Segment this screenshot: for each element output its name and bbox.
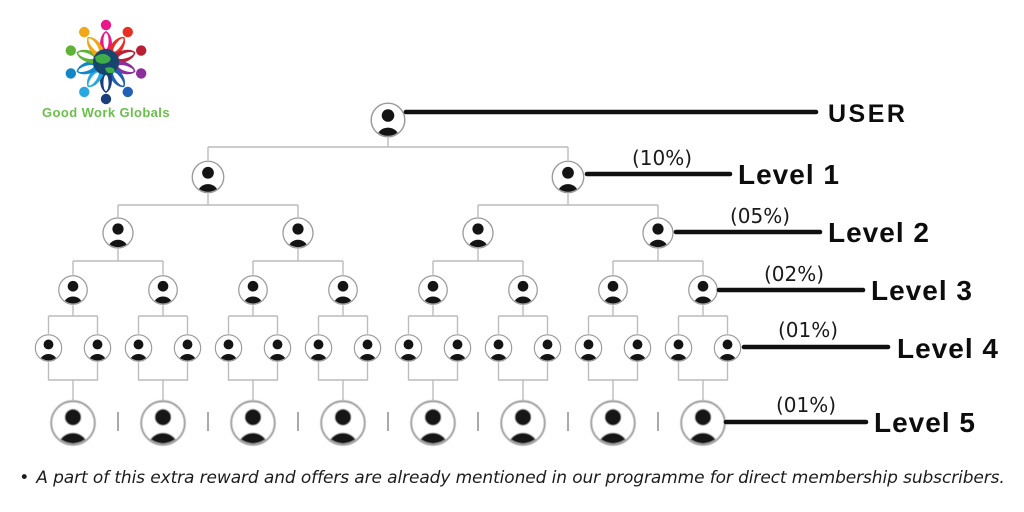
callout-level-1: (10%) Level 1 [584,146,840,190]
globe-land-icon [95,53,111,64]
avatar-node-icon [329,276,358,305]
connector [207,137,569,161]
connector [117,193,299,217]
connector [432,249,524,275]
level-4-label: Level 4 [897,333,999,364]
level-1-percent: (10%) [632,146,692,170]
avatar-node-icon [264,335,290,362]
avatar-node-icon [419,276,448,305]
connector [137,305,189,334]
connector [407,305,459,334]
logo-people-icon [65,19,147,105]
avatar-node-icon [463,218,493,249]
connector [677,305,729,334]
level-2-percent: (05%) [730,204,790,228]
avatar-node-icon [552,161,584,194]
avatar-node-icon [35,335,61,362]
logo-person-icon [100,19,112,53]
level-3-row [59,276,718,305]
connector [317,305,369,334]
callout-user: USER [403,100,907,128]
level-2-label: Level 2 [828,217,930,248]
connector [227,305,279,334]
user-label: USER [828,100,907,128]
connector [47,305,99,334]
avatar-node-icon [665,335,691,362]
connector [252,249,344,275]
user-row [371,103,405,138]
avatar-node-icon [354,335,380,362]
avatar-node-icon [411,401,455,446]
level-5-percent: (01%) [776,393,836,417]
avatar-node-icon [321,401,365,446]
avatar-node-icon [591,401,635,446]
connector [587,305,639,334]
level-3-label: Level 3 [871,275,973,306]
level-1-row [192,161,584,194]
connector [47,362,99,401]
avatar-node-icon [103,218,133,249]
avatar-node-icon [395,335,421,362]
logo-person-icon [100,71,112,105]
level-4-percent: (01%) [778,318,838,342]
avatar-node-icon [283,218,313,249]
connector [587,362,639,401]
avatar-node-icon [231,401,275,446]
level-4-row [35,335,740,362]
avatar-node-icon [59,276,88,305]
level-3-percent: (02%) [764,262,824,286]
avatar-node-icon [444,335,470,362]
level-5-label: Level 5 [874,407,976,438]
avatar-node-icon [371,103,405,138]
connector [72,249,164,275]
avatar-node-icon [643,218,673,249]
brand-logo: Good Work Globals [42,19,170,120]
connector [227,362,279,401]
avatar-node-icon [174,335,200,362]
avatar-node-icon [575,335,601,362]
connector [612,249,704,275]
footnote-bullet: • [19,468,30,488]
avatar-node-icon [215,335,241,362]
avatar-node-icon [681,401,725,446]
connector [317,362,369,401]
callout-level-5: (01%) Level 5 [723,393,976,438]
connector [497,362,549,401]
callout-level-2: (05%) Level 2 [673,204,930,248]
avatar-node-icon [509,276,538,305]
level-2-row [103,218,673,249]
tree-connectors [47,137,729,431]
connector [497,305,549,334]
avatar-node-icon [51,401,95,446]
footnote-text: A part of this extra reward and offers a… [36,468,1005,488]
footnote: • A part of this extra reward and offers … [0,468,1024,488]
avatar-node-icon [125,335,151,362]
avatar-node-icon [239,276,268,305]
avatar-node-icon [305,335,331,362]
avatar-node-icon [689,276,718,305]
connector [677,362,729,401]
avatar-node-icon [714,335,740,362]
globe-land-icon [105,67,115,74]
avatar-node-icon [485,335,511,362]
avatar-node-icon [599,276,628,305]
avatar-node-icon [534,335,560,362]
brand-name: Good Work Globals [42,105,170,120]
callout-level-4: (01%) Level 4 [741,318,999,364]
connector [477,193,659,217]
avatar-node-icon [149,276,178,305]
connector [137,362,189,401]
callout-level-3: (02%) Level 3 [716,262,973,306]
avatar-node-icon [624,335,650,362]
avatar-node-icon [501,401,545,446]
level-1-label: Level 1 [738,159,840,190]
connector [407,362,459,401]
avatar-node-icon [192,161,224,194]
avatar-node-icon [141,401,185,446]
avatar-node-icon [84,335,110,362]
